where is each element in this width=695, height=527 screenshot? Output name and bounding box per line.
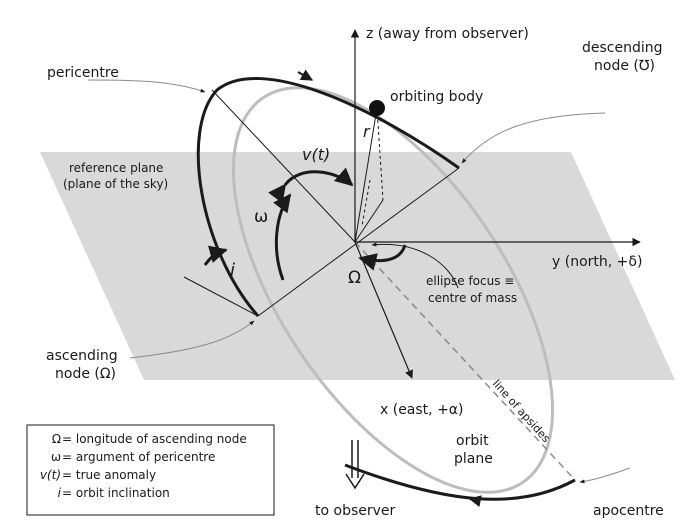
orbit-direction-arrow <box>297 69 314 81</box>
legend-symbol-1: ω <box>51 450 61 464</box>
ascending-node-label-1: ascending <box>46 348 118 364</box>
orbit-ellipse-front <box>196 76 460 317</box>
inclination-arc <box>203 245 228 266</box>
apocentre-label: apocentre <box>593 503 664 519</box>
legend-symbol-3: i <box>58 486 62 500</box>
apsides-line-upper <box>211 89 356 243</box>
true-anomaly-arc <box>268 167 354 204</box>
descending-node-label-1: descending <box>582 40 663 56</box>
orbit-ellipse-back <box>231 86 555 494</box>
legend: Ω = longitude of ascending node ω = argu… <box>26 424 275 516</box>
argument-pericentre-label: ω <box>254 207 268 227</box>
to-observer-label: to observer <box>315 503 396 519</box>
legend-text-3: = orbit inclination <box>62 486 170 500</box>
argument-pericentre-arc <box>273 193 292 281</box>
inclination-ref-line <box>183 276 259 317</box>
projection-dashed-3 <box>361 179 371 227</box>
ascending-node-label-2: node (Ω) <box>55 366 116 382</box>
ellipse-focus-label-2: centre of mass <box>428 291 517 305</box>
apsides-line-lower <box>354 241 576 481</box>
to-observer-arrow <box>345 440 365 490</box>
orbit-plane-label-2: plane <box>454 451 493 467</box>
radius-label: r <box>363 122 371 141</box>
reference-plane <box>40 152 675 380</box>
legend-symbol-2: v(t) <box>40 468 61 482</box>
ellipse-focus-label-1: ellipse focus ≡ <box>426 274 514 288</box>
orbiting-body-label: orbiting body <box>390 89 483 105</box>
legend-text-2: = true anomaly <box>62 468 156 482</box>
longitude-node-arc <box>358 244 407 271</box>
apocentre-leader <box>579 467 631 484</box>
radius-vector <box>354 107 378 243</box>
legend-text-1: = argument of pericentre <box>62 450 215 464</box>
legend-symbol-0: Ω <box>52 432 61 446</box>
y-axis-label: y (north, +δ) <box>552 254 642 270</box>
descending-node-label-2: node (℧) <box>594 58 655 74</box>
orbit-direction-arrow-lower <box>468 495 482 508</box>
true-anomaly-label: v(t) <box>302 145 330 164</box>
longitude-node-label: Ω <box>348 268 361 288</box>
pericentre-leader <box>87 79 206 93</box>
reference-plane-label-2: (plane of the sky) <box>63 177 168 191</box>
inclination-label: i <box>230 260 235 281</box>
orbit-plane-label-1: orbit <box>456 433 489 449</box>
ascending-node-leader <box>129 320 255 359</box>
x-axis-label: x (east, +α) <box>380 402 464 418</box>
ellipse-focus-leader <box>371 242 459 289</box>
z-axis-label: z (away from observer) <box>366 26 529 42</box>
projection-dashed-2 <box>354 199 384 243</box>
descending-node-leader <box>461 112 606 164</box>
orbiting-body <box>369 100 385 116</box>
legend-text-0: = longitude of ascending node <box>62 432 247 446</box>
pericentre-label: pericentre <box>47 65 119 81</box>
reference-plane-label-1: reference plane <box>69 161 163 175</box>
